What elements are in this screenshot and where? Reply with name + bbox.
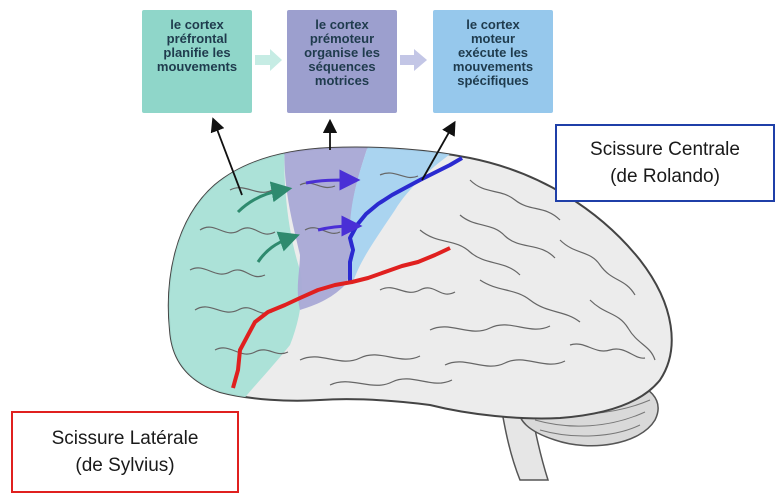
lateral-sulcus-subtitle: (de Sylvius) — [75, 455, 175, 476]
prefrontal-cortex-box: le cortex préfrontal planifie les mouvem… — [142, 10, 252, 113]
pointer-prefrontal — [210, 117, 243, 196]
lateral-sulcus — [231, 246, 451, 389]
motor-region — [350, 147, 470, 285]
central-sulcus-subtitle: (de Rolando) — [610, 166, 720, 187]
purple-arrow-lower — [317, 215, 363, 237]
purple-arrow-upper — [305, 169, 361, 191]
green-arrow-lower — [256, 231, 300, 263]
pointer-motor — [421, 120, 456, 181]
motor-cortex-box: le cortex moteur exécute les mouvements … — [433, 10, 553, 113]
premotor-cortex-box: le cortex prémoteur organise les séquenc… — [287, 10, 397, 113]
gyri — [189, 172, 656, 386]
box-arrow-2 — [400, 49, 427, 71]
central-sulcus-title: Scissure Centrale — [590, 139, 740, 160]
central-sulcus-label: Scissure Centrale (de Rolando) — [555, 124, 775, 202]
lateral-sulcus-label: Scissure Latérale (de Sylvius) — [11, 411, 239, 493]
green-arrow-upper — [236, 181, 293, 214]
lateral-sulcus-title: Scissure Latérale — [51, 428, 199, 449]
box-arrow-1 — [255, 49, 282, 71]
central-sulcus — [348, 156, 464, 282]
